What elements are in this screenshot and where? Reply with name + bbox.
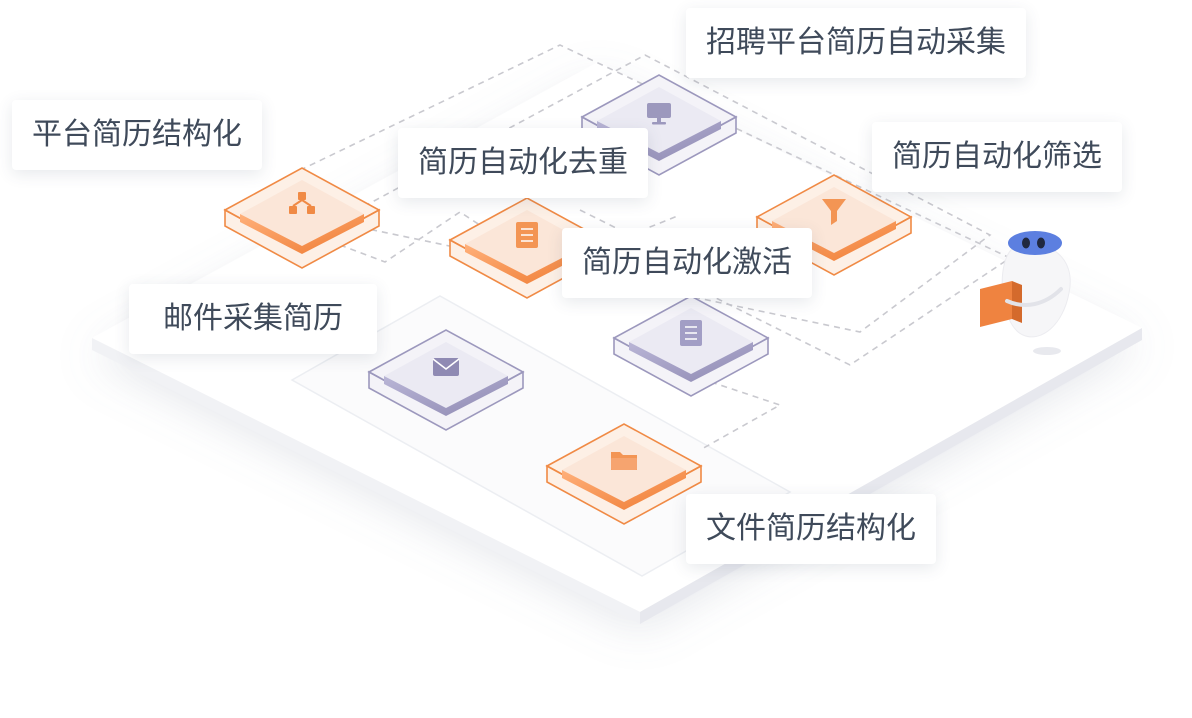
- label-platform-structured: 平台简历结构化: [12, 100, 262, 170]
- label-screening: 简历自动化筛选: [872, 122, 1122, 192]
- label-email-collect: 邮件采集简历: [129, 284, 377, 354]
- envelope-icon: [432, 358, 460, 376]
- document-icon: [680, 320, 702, 346]
- label-file-structured: 文件简历结构化: [686, 494, 936, 564]
- funnel-icon: [822, 199, 846, 225]
- document-icon: [516, 222, 538, 248]
- tile-platform-structured: [223, 167, 381, 269]
- label-activation: 简历自动化激活: [562, 228, 812, 298]
- tile-activation: [612, 295, 770, 397]
- tile-email-collect: [367, 329, 525, 431]
- folder-icon: [611, 452, 637, 470]
- monitor-icon: [647, 103, 671, 125]
- label-recruit-platform: 招聘平台简历自动采集: [686, 8, 1026, 78]
- robot-mascot: [980, 231, 1071, 355]
- tile-file-structured: [545, 423, 703, 525]
- structure-icon: [289, 192, 315, 214]
- label-dedupe: 简历自动化去重: [398, 128, 648, 198]
